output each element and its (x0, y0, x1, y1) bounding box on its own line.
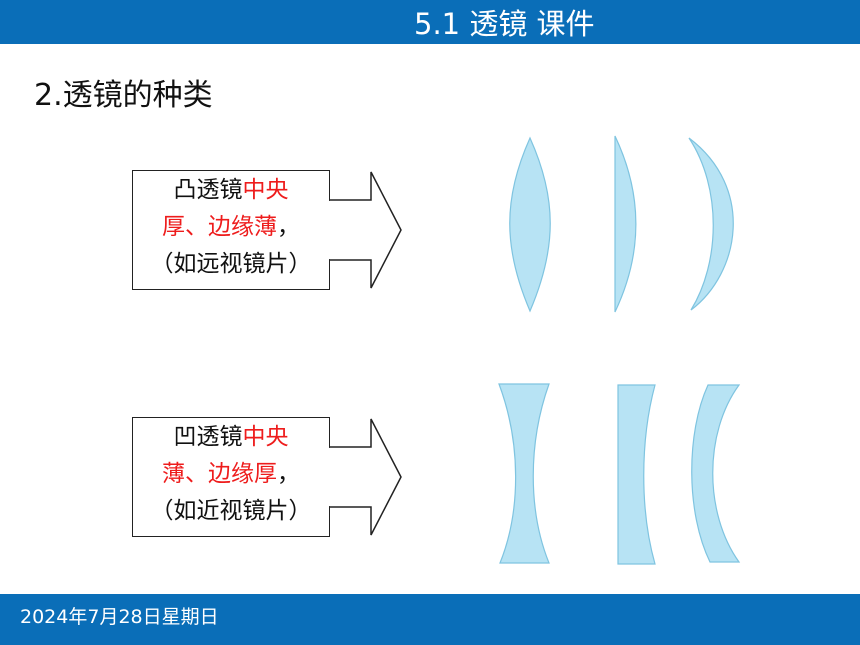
biconvex-lens-icon (509, 136, 551, 313)
section-heading: 2.透镜的种类 (34, 78, 213, 113)
convex-feature-1: 中央 (242, 177, 289, 203)
convex-line-2: 厚、边缘薄， (133, 209, 329, 246)
convex-line-1: 凸透镜中央 (133, 172, 329, 209)
concave-comma: ， (277, 461, 300, 487)
concave-examples: （如近视镜片） (150, 498, 312, 524)
plano-concave-lens-icon (617, 384, 656, 565)
convex-lens-callout: 凸透镜中央 厚、边缘薄， （如远视镜片） (132, 170, 330, 290)
header-bar (0, 0, 860, 44)
convex-examples: （如远视镜片） (150, 251, 312, 277)
concave-feature-1: 中央 (242, 424, 289, 450)
concave-lens-name: 凹透镜 (173, 424, 243, 450)
biconcave-lens-icon (498, 383, 550, 564)
convex-comma: ， (277, 214, 300, 240)
concave-line-1: 凹透镜中央 (133, 419, 329, 456)
slide-title: 5.1 透镜 课件 (414, 7, 595, 41)
concave-line-2: 薄、边缘厚， (133, 456, 329, 493)
concave-arrow (329, 418, 402, 536)
convex-feature-2: 厚、边缘薄 (162, 214, 277, 240)
footer-bar (0, 594, 860, 645)
convex-meniscus-lens-icon (688, 137, 734, 311)
plano-convex-lens-icon (614, 135, 637, 313)
convex-arrow (329, 171, 402, 289)
concave-lens-callout: 凹透镜中央 薄、边缘厚， （如近视镜片） (132, 417, 330, 537)
concave-feature-2: 薄、边缘厚 (162, 461, 277, 487)
convex-lens-name: 凸透镜 (173, 177, 243, 203)
concave-meniscus-lens-icon (691, 384, 741, 563)
footer-date: 2024年7月28日星期日 (20, 606, 219, 628)
lens-illustrations (498, 135, 741, 565)
